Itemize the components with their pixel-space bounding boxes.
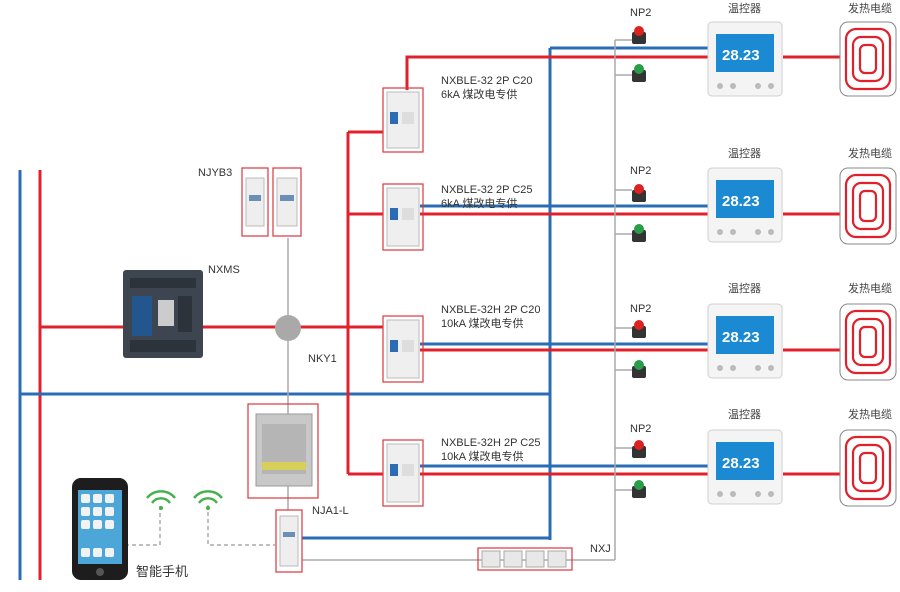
- thermostat: 28.23: [707, 167, 783, 243]
- heating-cable-icon: [839, 21, 897, 97]
- breaker-row-3: NXBLE-32H 2P C20 10kA 煤改电专供: [382, 304, 540, 383]
- np2-green-indicator-icon: [632, 360, 646, 378]
- thermostat-label: 温控器: [728, 407, 761, 421]
- wifi-icon: [193, 490, 223, 510]
- heating-cable-label: 发热电缆: [848, 281, 892, 295]
- load-live: [420, 212, 708, 476]
- np2-red-indicator-icon: [632, 320, 646, 338]
- thermostat-label: 温控器: [728, 1, 761, 15]
- thermostat: 28.23: [707, 429, 783, 505]
- smartphone: [72, 478, 128, 580]
- control-row-3: NP2 温控器 28.23 发热电缆: [630, 281, 897, 381]
- breaker-row-2: NXBLE-32 2P C25 6kA 煤改电专供: [382, 183, 533, 251]
- load-neutral: [420, 46, 708, 468]
- nxj-label: NXJ: [590, 543, 611, 555]
- heating-cable-label: 发热电缆: [848, 1, 892, 15]
- heating-cable-label: 发热电缆: [848, 407, 892, 421]
- wifi-icon: [146, 490, 176, 510]
- nxj-relays: [477, 547, 573, 571]
- heating-cable-icon: [839, 303, 897, 381]
- np2-red-indicator-icon: [632, 440, 646, 458]
- thermostat-display: 28.23: [722, 455, 760, 472]
- breaker-spec: 10kA 煤改电专供: [441, 449, 524, 463]
- breaker-model: NXBLE-32 2P C20: [441, 75, 533, 87]
- power-bus: [18, 48, 552, 580]
- power-supply: [247, 403, 319, 499]
- heating-cable-icon: [839, 429, 897, 507]
- breaker-row-1: NXBLE-32 2P C20 6kA 煤改电专供: [382, 75, 533, 153]
- phone-label: 智能手机: [136, 564, 188, 579]
- nja1l-module: [275, 509, 303, 573]
- live-feeds: [348, 130, 383, 476]
- breaker-spec: 6kA 煤改电专供: [441, 87, 517, 101]
- nky1-label: NKY1: [308, 353, 337, 365]
- thermostat-label: 温控器: [728, 281, 761, 295]
- np2-red-indicator-icon: [632, 26, 646, 44]
- heating-cable-icon: [839, 167, 897, 245]
- breaker-model: NXBLE-32 2P C25: [441, 184, 533, 196]
- thermostat: 28.23: [707, 303, 783, 379]
- breaker-spec: 6kA 煤改电专供: [441, 196, 517, 210]
- np2-label: NP2: [630, 423, 651, 435]
- thermostat: 28.23: [707, 21, 783, 97]
- nja1l-label: NJA1-L: [312, 505, 349, 517]
- cable-feeds: [783, 55, 840, 476]
- thermostat-display: 28.23: [722, 193, 760, 210]
- np2-green-indicator-icon: [632, 64, 646, 82]
- control-row-1: NP2 温控器 28.23 发热电缆: [630, 1, 897, 97]
- np2-label: NP2: [630, 165, 651, 177]
- nxms-breaker: [123, 270, 203, 358]
- breaker-spec: 10kA 煤改电专供: [441, 316, 524, 330]
- np2-green-indicator-icon: [632, 480, 646, 498]
- njyb3-modules: [241, 167, 302, 237]
- heating-cable-label: 发热电缆: [848, 146, 892, 160]
- thermostat-display: 28.23: [722, 329, 760, 346]
- control-row-2: NP2 温控器 28.23 发热电缆: [630, 146, 897, 245]
- thermostat-display: 28.23: [722, 47, 760, 64]
- np2-green-indicator-icon: [632, 224, 646, 242]
- nxms-label: NXMS: [208, 264, 240, 276]
- breaker-row-4: NXBLE-32H 2P C25 10kA 煤改电专供: [382, 437, 540, 507]
- njyb3-label: NJYB3: [198, 167, 232, 179]
- breaker-model: NXBLE-32H 2P C20: [441, 304, 540, 316]
- np2-red-indicator-icon: [632, 184, 646, 202]
- np2-label: NP2: [630, 303, 651, 315]
- thermostat-label: 温控器: [728, 146, 761, 160]
- np2-label: NP2: [630, 7, 651, 19]
- control-row-4: NP2 温控器 28.23 发热电缆: [630, 407, 897, 507]
- nky1-junction: [275, 315, 301, 341]
- breaker-model: NXBLE-32H 2P C25: [441, 437, 540, 449]
